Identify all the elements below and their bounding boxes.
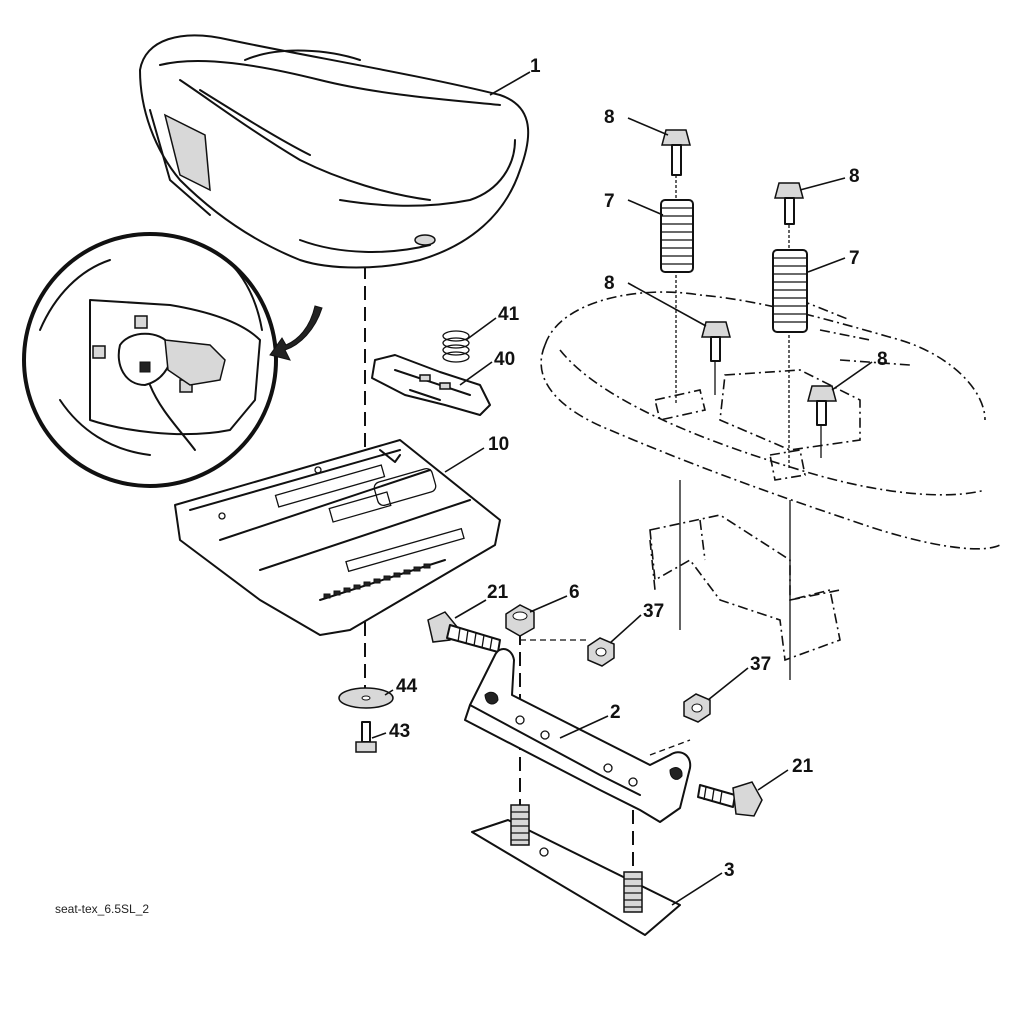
callout-bolt-21-right: 21	[792, 756, 814, 777]
callout-pan: 10	[488, 434, 509, 455]
spring-7-right-part	[772, 249, 808, 333]
callout-spring-7-right: 7	[849, 248, 860, 269]
nut-6-part	[505, 604, 535, 637]
bolt-8-b-part	[774, 182, 804, 225]
clip-40-part	[371, 354, 491, 416]
screw-43-part	[355, 721, 377, 753]
bolt-21-right-part	[697, 781, 763, 817]
seat-pan-part	[174, 439, 501, 636]
callout-nut-37-upper: 37	[643, 601, 664, 622]
spring-7-left-part	[660, 199, 694, 273]
callout-plate: 3	[724, 860, 735, 881]
nut-37-lower-part	[683, 693, 711, 723]
plate-stud-left	[510, 804, 530, 846]
washer-44-part	[338, 687, 394, 709]
callout-bolt-8-a: 8	[604, 107, 615, 128]
callout-nut-37-lower: 37	[750, 654, 771, 675]
bolt-8-a-part	[661, 129, 691, 176]
callout-bolt-21-left: 21	[487, 582, 509, 603]
callout-screw-43: 43	[389, 721, 410, 742]
spring-41-part	[442, 330, 470, 363]
diagram-caption: seat-tex_6.5SL_2	[55, 902, 149, 916]
callout-bolt-8-b: 8	[849, 166, 860, 187]
bolt-8-c-part	[701, 321, 731, 395]
plate-stud-right	[623, 871, 643, 913]
callout-nut-6: 6	[569, 582, 580, 603]
callout-spring-41: 41	[498, 304, 520, 325]
callout-clip-40: 40	[494, 349, 515, 370]
pan-hole-row	[323, 563, 431, 599]
leader-lines	[371, 71, 873, 906]
callout-washer-44: 44	[396, 676, 418, 697]
callout-bolt-8-d: 8	[877, 349, 888, 370]
plate-part	[471, 804, 681, 936]
nut-37-upper-part	[587, 637, 615, 667]
callout-spring-7-left: 7	[604, 191, 615, 212]
detail-inset	[22, 232, 323, 488]
frame-phantom-outline	[540, 291, 1001, 662]
callout-bolt-8-c: 8	[604, 273, 615, 294]
bolt-21-left-part	[427, 611, 501, 653]
seat-part	[139, 34, 530, 269]
callout-seat: 1	[530, 56, 541, 77]
callout-bracket: 2	[610, 702, 621, 723]
bolt-8-d-part	[807, 385, 837, 458]
callout-labels: 1 8 7 8 7 8 8 41 40 10 21 6 37 37 2 44 4…	[389, 56, 888, 881]
bracket-part	[464, 648, 692, 823]
